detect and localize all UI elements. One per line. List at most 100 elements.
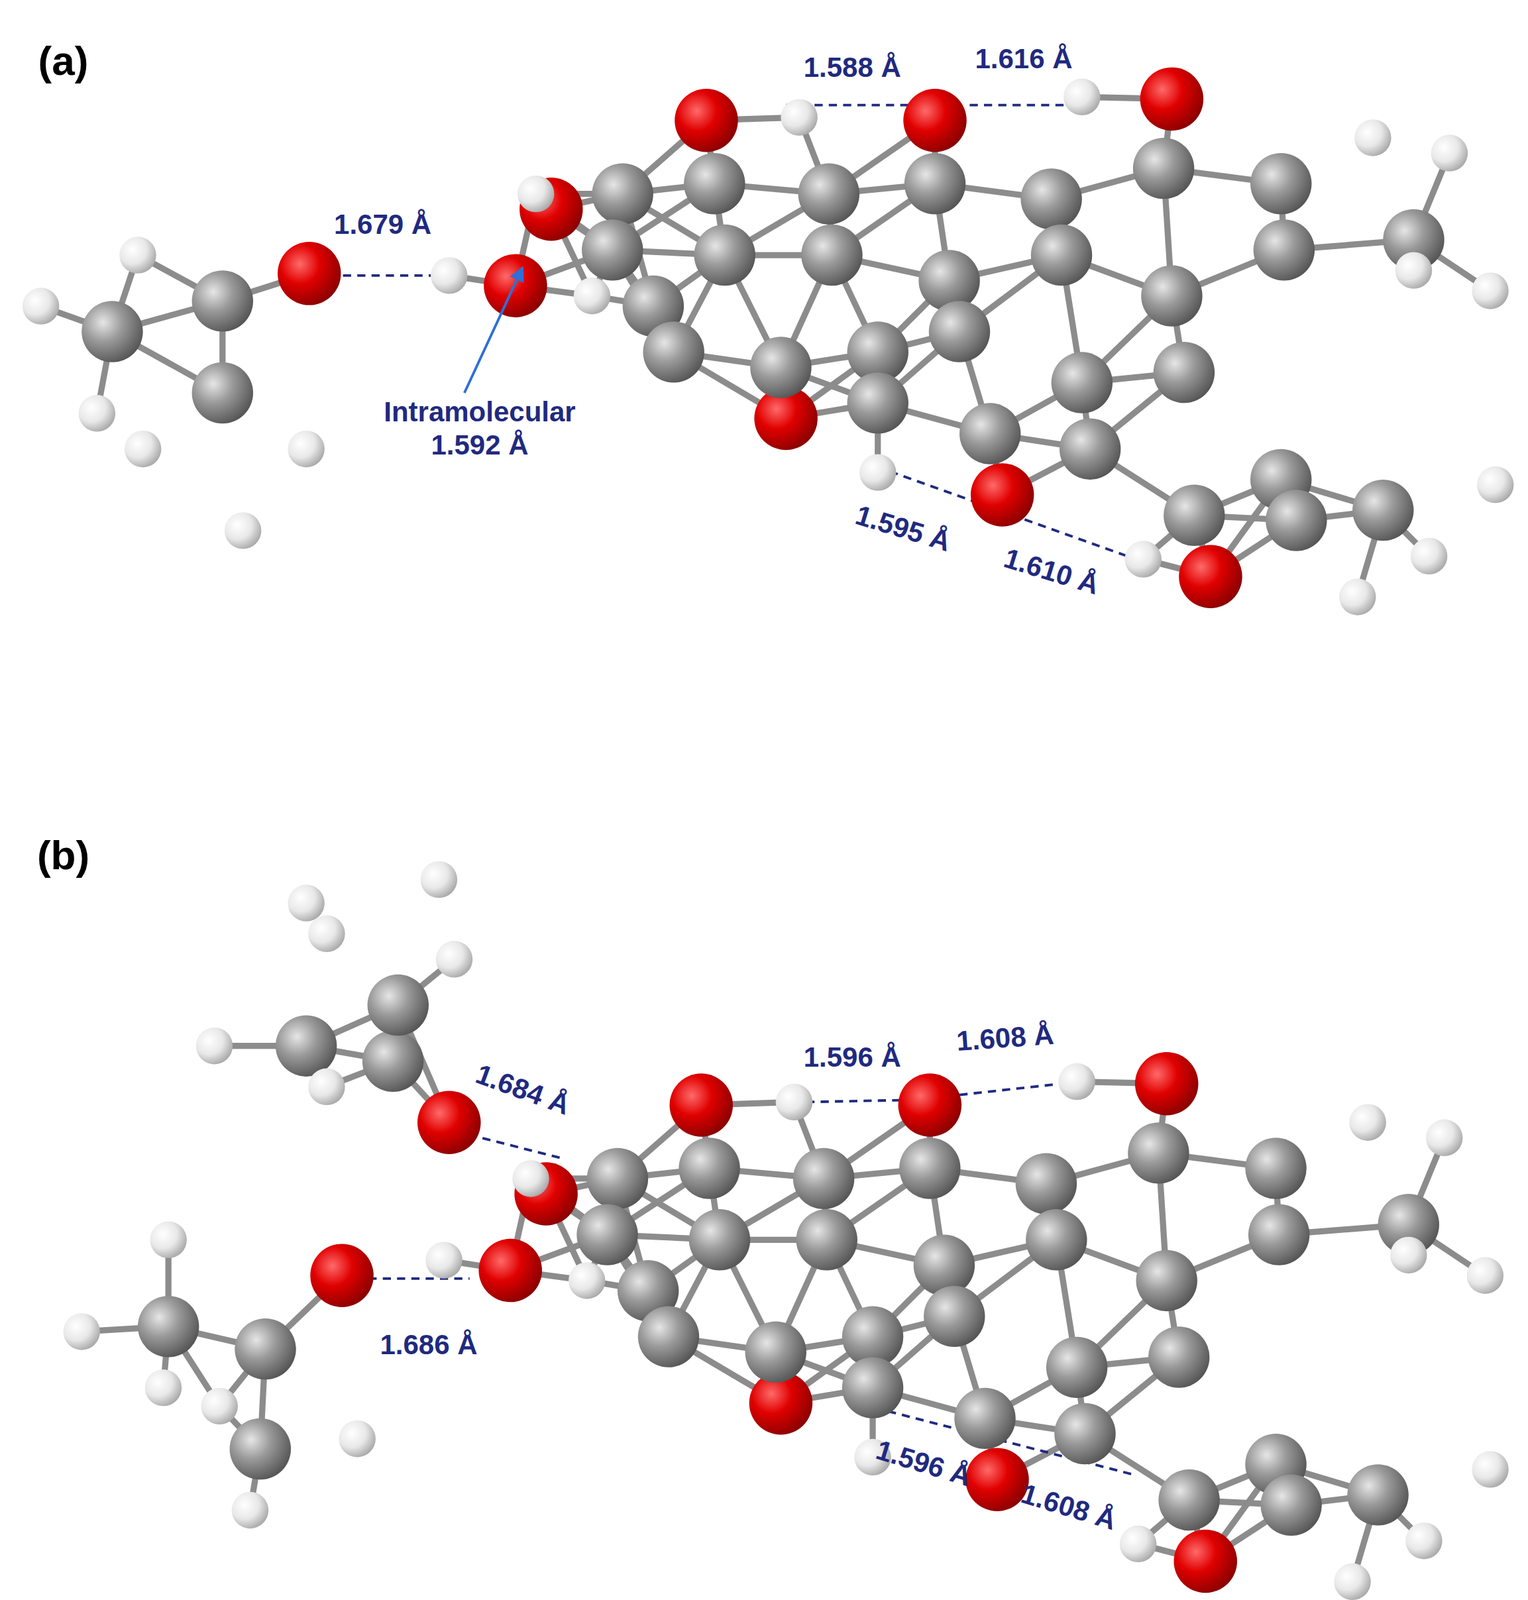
atom: [512, 1160, 549, 1197]
panel-label: (b): [37, 830, 90, 880]
atom: [928, 300, 990, 362]
atom: [1135, 1052, 1199, 1116]
atom: [1163, 485, 1225, 546]
distance-label: 1.588 Å: [803, 50, 902, 84]
atom: [899, 1137, 961, 1199]
atom: [847, 372, 909, 434]
atom: [954, 1388, 1016, 1450]
atom: [277, 241, 342, 305]
distance-label: 1.596 Å: [803, 1040, 902, 1075]
atom: [674, 88, 739, 152]
atom: [224, 512, 262, 549]
atom: [310, 1243, 374, 1307]
distance-label: 1.596 Å: [872, 1433, 975, 1494]
atom: [591, 163, 653, 224]
atom: [918, 249, 980, 311]
atom: [1063, 78, 1100, 116]
atom: [234, 1318, 296, 1380]
distance-label: 1.684 Å: [471, 1057, 574, 1123]
atom: [1250, 153, 1312, 215]
atom: [1471, 272, 1509, 309]
atom: [1051, 351, 1113, 413]
atom: [145, 1369, 182, 1407]
atom: [1467, 1257, 1504, 1295]
atom: [287, 430, 325, 468]
atom: [308, 915, 345, 953]
atom: [1025, 1209, 1087, 1271]
atom: [1148, 1326, 1210, 1388]
atom: [780, 98, 818, 136]
atom: [693, 224, 755, 286]
atom: [517, 175, 554, 213]
atom: [1135, 1250, 1197, 1312]
atom: [1390, 1237, 1427, 1274]
atom: [275, 1015, 337, 1077]
atom: [745, 1321, 807, 1383]
atom: [1153, 341, 1215, 403]
atom: [1352, 479, 1414, 541]
atom: [1260, 1474, 1322, 1536]
atom: [430, 257, 468, 294]
distance-label: 1.608 Å: [955, 1017, 1055, 1059]
atom: [1020, 168, 1082, 230]
hydrogen-bond-lines: [328, 105, 1134, 1475]
distance-label: Intramolecular 1.592 Å: [380, 395, 580, 463]
atom: [425, 1241, 462, 1279]
atom: [119, 236, 156, 273]
atom: [1059, 418, 1121, 480]
atom: [63, 1313, 101, 1350]
distance-label: 1.595 Å: [852, 498, 955, 559]
atom: [124, 430, 162, 468]
atom: [1248, 1203, 1310, 1265]
atom: [1265, 489, 1327, 551]
atom: [287, 884, 325, 922]
atom: [576, 1203, 638, 1265]
distance-label: 1.608 Å: [1017, 1477, 1120, 1538]
atom: [1046, 1337, 1108, 1399]
hydrogen-bond: [328, 274, 439, 277]
hydrogen-bond: [806, 1099, 909, 1102]
leader-arrow: [464, 267, 523, 393]
atom: [923, 1286, 985, 1348]
atom: [642, 321, 704, 383]
atom: [581, 219, 643, 281]
atom: [1425, 1119, 1463, 1157]
atom: [798, 163, 860, 224]
atom: [689, 1209, 751, 1271]
atom: [1119, 1526, 1157, 1563]
atom: [417, 1090, 482, 1154]
atom: [970, 463, 1035, 527]
atom: [1141, 265, 1202, 327]
atom: [801, 224, 863, 286]
atom: [898, 1073, 963, 1137]
atom: [683, 153, 745, 215]
atom: [200, 1388, 238, 1425]
atom: [1431, 134, 1468, 171]
atom: [1178, 544, 1243, 608]
atoms: [22, 67, 1515, 1600]
atom: [1253, 219, 1315, 281]
atom: [1476, 466, 1514, 503]
atom: [1349, 1103, 1386, 1141]
atom: [137, 1296, 199, 1358]
atom: [1125, 540, 1162, 578]
atom: [338, 1420, 376, 1458]
bonds: [41, 96, 1491, 1582]
atom: [1173, 1529, 1238, 1593]
atom: [775, 1084, 813, 1121]
atom: [913, 1235, 975, 1297]
atom: [231, 1492, 269, 1529]
atom: [959, 402, 1021, 464]
atom: [793, 1148, 855, 1210]
atom: [573, 277, 611, 315]
atom: [1471, 1451, 1509, 1488]
atom: [859, 453, 896, 491]
atom: [367, 974, 429, 1036]
atom: [638, 1306, 700, 1367]
atom: [1054, 1403, 1116, 1465]
atom: [1333, 1563, 1371, 1600]
atom: [1031, 224, 1092, 286]
atom: [362, 1031, 424, 1092]
